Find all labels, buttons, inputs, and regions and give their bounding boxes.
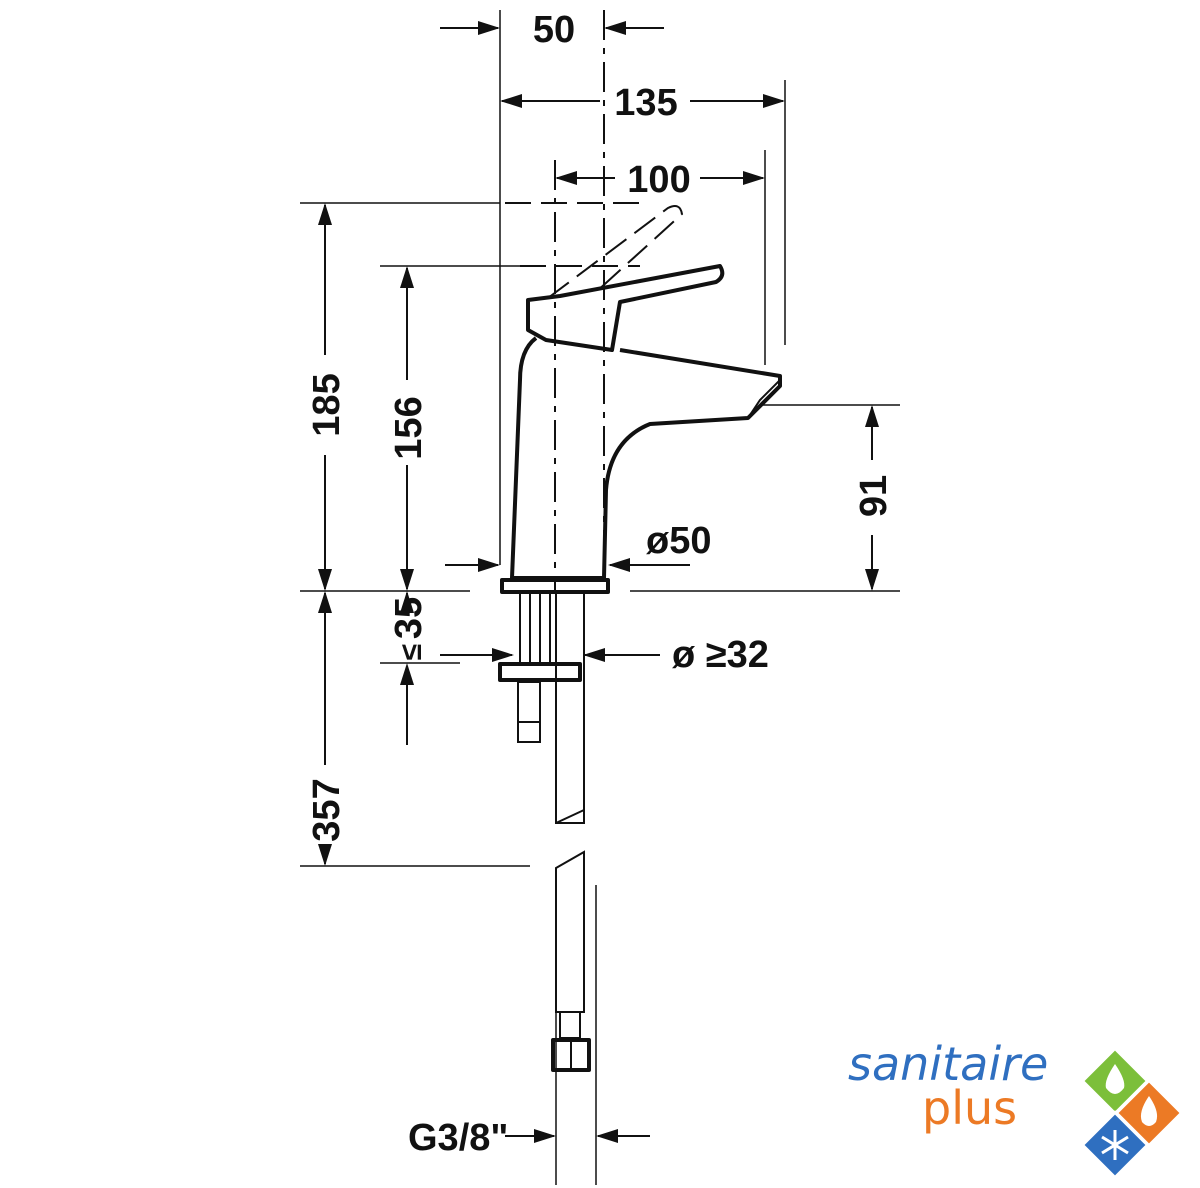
dim-label-base-diameter: ø50 — [646, 520, 711, 562]
water-drop-icon — [1105, 1064, 1125, 1094]
dim-label-hole-diameter: ø ≥32 — [672, 634, 769, 676]
dim-label-spout-height: 156 — [388, 396, 430, 459]
dim-label-hose-length: 357 — [306, 778, 348, 841]
snowflake-icon — [1101, 1130, 1129, 1160]
dim-label-outlet-height: 91 — [853, 475, 895, 517]
faucet-outline — [500, 205, 782, 594]
dim-label-total-height: 185 — [306, 373, 348, 436]
connection-parts — [498, 592, 591, 1072]
dimension-deck-thickness: 35 ≤ — [388, 591, 430, 745]
dimension-spout-height: 156 — [388, 266, 430, 591]
dim-label-deck-thickness: 35 — [388, 597, 430, 639]
logo-text-plus: plus — [922, 1081, 1017, 1135]
logo-diamond-icon — [1080, 1046, 1184, 1180]
dim-label-top-offset: 50 — [533, 9, 575, 51]
dimension-outlet-height: 91 — [853, 405, 895, 591]
dimension-base-diameter: ø50 — [445, 520, 711, 572]
logo-text-sanitaire: sanitaire — [848, 1037, 1048, 1091]
dimension-spout-reach: 100 — [555, 159, 765, 201]
dimension-thread: G3/8" — [408, 885, 650, 1185]
dimension-overall-depth: 135 — [500, 82, 785, 124]
dim-label-spout-reach: 100 — [627, 159, 690, 201]
dimension-top-offset: 50 — [440, 9, 664, 51]
dimension-hose-length: 357 — [306, 591, 348, 866]
dim-label-thread: G3/8" — [408, 1117, 508, 1159]
sanitaire-plus-logo: sanitaire plus — [848, 1037, 1184, 1180]
flame-icon — [1140, 1096, 1158, 1126]
dim-label-overall-depth: 135 — [614, 82, 677, 124]
dimension-hole-diameter: ø ≥32 — [440, 634, 769, 676]
dimension-total-height: 185 — [306, 203, 348, 591]
dim-label-max-symbol: ≤ — [395, 644, 428, 660]
